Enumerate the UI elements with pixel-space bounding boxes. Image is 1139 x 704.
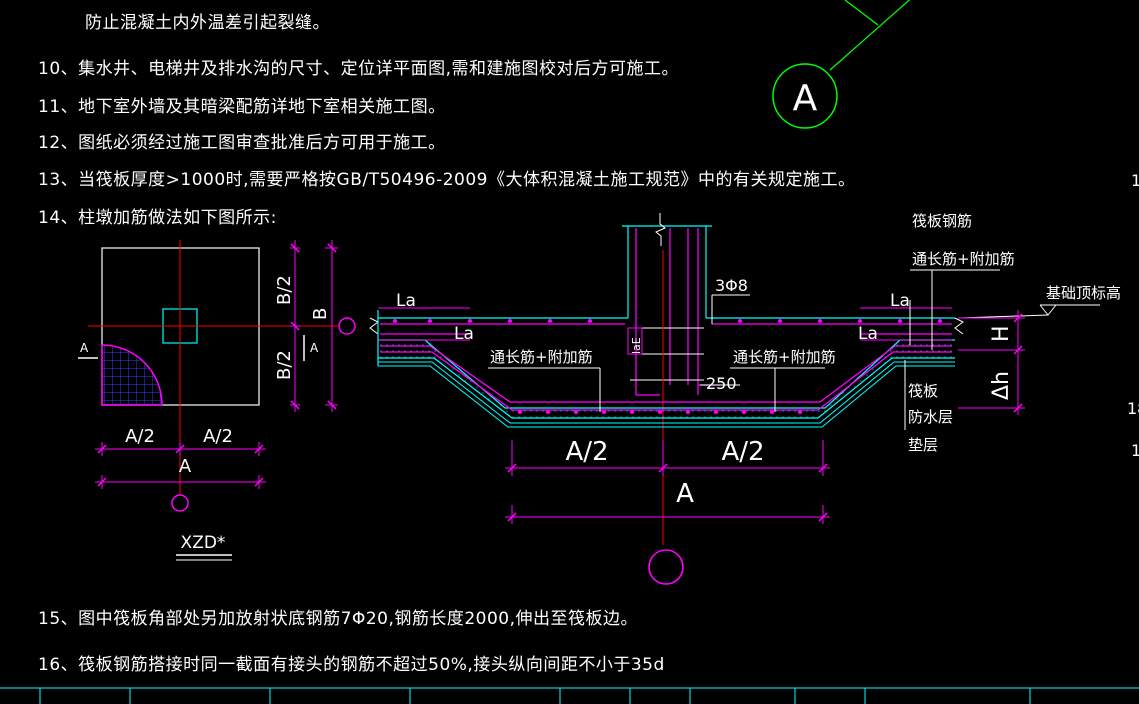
- section-dim-a-half-left: A/2: [565, 437, 608, 467]
- dim-delta-h: Δh: [989, 371, 1014, 400]
- waterproof-label: 防水层: [908, 408, 953, 426]
- note-13: 13、当筏板厚度>1000时,需要严格按GB/T50496-2009《大体积混凝…: [38, 170, 856, 190]
- plan-section-mark-right: A: [310, 341, 319, 355]
- edge-mark-3: 1: [1131, 441, 1139, 460]
- plan-section-mark-left: A: [80, 341, 89, 355]
- axis-bubble: A: [772, 0, 911, 129]
- through-add-right-label: 通长筋+附加筋: [733, 348, 836, 366]
- plan-dim-b-half-bottom: B/2: [274, 350, 295, 380]
- plan-view: A A B/2 B/2 B: [78, 240, 356, 561]
- dim-h: H: [989, 325, 1014, 342]
- la-right-bottom: La: [858, 324, 878, 344]
- plan-title: XZD*: [181, 533, 226, 553]
- plan-dim-a-half-right: A/2: [203, 426, 233, 447]
- raft-rebar-label: 筏板钢筋: [912, 212, 972, 230]
- note-9-tail: 防止混凝土内外温差引起裂缝。: [85, 13, 330, 33]
- dim-250: 250: [706, 374, 737, 393]
- edge-mark-1: 1: [1131, 171, 1139, 190]
- la-right-top: La: [890, 291, 910, 311]
- plan-dim-a-half-left: A/2: [125, 426, 155, 447]
- plan-dim-b-total: B: [310, 308, 331, 320]
- plan-dim-b-half-top: B/2: [274, 275, 295, 305]
- note-14: 14、柱墩加筋做法如下图所示:: [38, 208, 277, 228]
- stirrup-label: 3Φ8: [715, 276, 748, 295]
- cushion-label: 垫层: [908, 436, 938, 454]
- raft-label: 筏板: [908, 382, 938, 400]
- axis-bubble-label: A: [793, 78, 818, 119]
- through-add-top-label: 通长筋+附加筋: [912, 250, 1015, 268]
- note-12: 12、图纸必须经过施工图审查批准后方可用于施工。: [38, 133, 446, 153]
- note-16: 16、筏板钢筋搭接时同一截面有接头的钢筋不超过50%,接头纵向间距不小于35d: [38, 655, 665, 675]
- section-lae-label: laE: [630, 337, 643, 354]
- foundation-top-level-label: 基础顶标高: [1046, 284, 1121, 302]
- section-dim-a-total: A: [676, 479, 694, 509]
- note-10: 10、集水井、电梯井及排水沟的尺寸、定位详平面图,需和建施图校对后方可施工。: [38, 59, 680, 79]
- note-11: 11、地下室外墙及其暗梁配筋详地下室相关施工图。: [38, 97, 446, 117]
- la-left-top: La: [396, 291, 416, 311]
- section-dim-a-half-right: A/2: [721, 437, 764, 467]
- la-left-bottom: La: [454, 324, 474, 344]
- bottom-frame: [0, 687, 1139, 704]
- through-add-left-label: 通长筋+附加筋: [490, 348, 593, 366]
- note-15: 15、图中筏板角部处另加放射状底钢筋7Φ20,钢筋长度2000,伸出至筏板边。: [38, 609, 639, 629]
- edge-mark-2: 18: [1127, 399, 1139, 418]
- section-view: laE: [369, 212, 1121, 585]
- plan-dim-a-total: A: [179, 456, 192, 477]
